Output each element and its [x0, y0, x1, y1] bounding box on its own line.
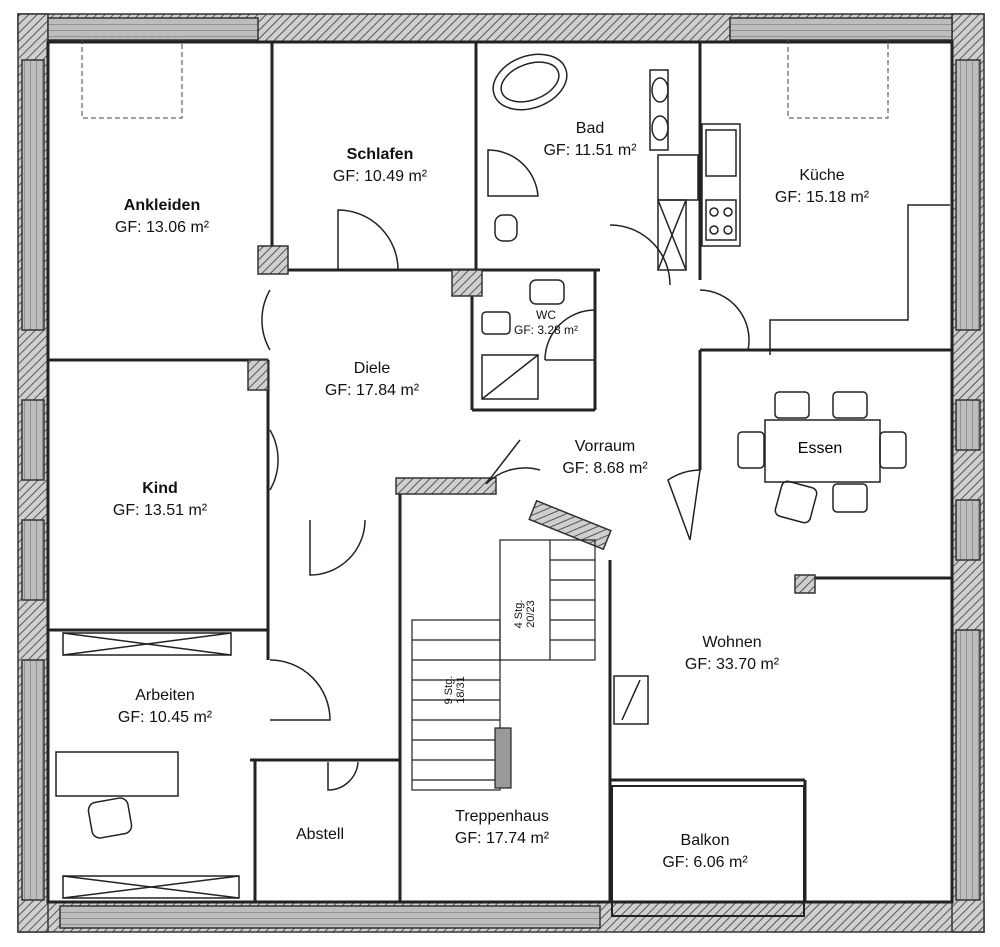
room-vorraum: Vorraum GF: 8.68 m²	[562, 436, 647, 480]
room-treppenhaus: Treppenhaus GF: 17.74 m²	[455, 806, 549, 850]
room-name: Kind	[142, 480, 178, 497]
room-name: Balkon	[680, 832, 730, 849]
room-area: GF: 13.51 m²	[112, 502, 208, 519]
room-wc: WC GF: 3.28 m²	[514, 308, 578, 338]
room-area: GF: 6.06 m²	[662, 854, 748, 871]
room-area: GF: 3.28 m²	[513, 323, 579, 337]
stair-ratio: 20/23	[525, 600, 537, 628]
room-diele: Diele GF: 17.84 m²	[325, 358, 419, 402]
room-name: Arbeiten	[135, 687, 195, 704]
essen-label: Essen	[797, 440, 843, 457]
room-abstell: Abstell	[296, 824, 344, 846]
room-name: Ankleiden	[123, 197, 201, 214]
room-area: GF: 10.45 m²	[117, 709, 213, 726]
stair-label-lower: 9 Stg. 18/31	[443, 665, 467, 715]
room-name: Küche	[799, 167, 845, 184]
room-kueche: Küche GF: 15.18 m²	[775, 165, 869, 209]
staircase	[411, 539, 596, 791]
room-ankleiden: Ankleiden GF: 13.06 m²	[115, 195, 209, 239]
room-area: GF: 13.06 m²	[114, 219, 210, 236]
room-area: GF: 15.18 m²	[774, 189, 870, 206]
room-bad: Bad GF: 11.51 m²	[543, 118, 636, 162]
stair-ratio: 18/31	[455, 676, 467, 704]
room-schlafen: Schlafen GF: 10.49 m²	[333, 144, 427, 188]
room-name: Schlafen	[346, 146, 414, 163]
room-name: WC	[535, 308, 556, 322]
room-kind: Kind GF: 13.51 m²	[113, 478, 207, 522]
room-name: Abstell	[295, 826, 345, 843]
room-balkon: Balkon GF: 6.06 m²	[662, 830, 747, 874]
room-area: GF: 17.84 m²	[324, 382, 420, 399]
door-swings	[261, 209, 750, 791]
room-name: Diele	[353, 360, 391, 377]
kitchen-fixtures	[657, 123, 950, 355]
columns	[247, 245, 816, 594]
room-area: GF: 17.74 m²	[454, 830, 550, 847]
room-name: Bad	[575, 120, 605, 137]
room-area: GF: 10.49 m²	[332, 168, 428, 185]
stair-label-upper: 4 Stg. 20/23	[513, 589, 537, 639]
room-name: Vorraum	[574, 438, 636, 455]
stair-steps: 9 Stg.	[443, 675, 455, 705]
bath-fixtures	[481, 53, 669, 400]
stair-steps: 4 Stg.	[513, 599, 525, 629]
room-wohnen: Wohnen GF: 33.70 m²	[685, 632, 779, 676]
room-area: GF: 33.70 m²	[684, 656, 780, 673]
room-name: Treppenhaus	[455, 808, 549, 825]
room-name: Wohnen	[702, 634, 762, 651]
windows	[81, 39, 889, 119]
balcony-railing	[611, 785, 805, 917]
exterior-walls	[17, 13, 985, 933]
room-arbeiten: Arbeiten GF: 10.45 m²	[118, 685, 212, 729]
room-area: GF: 11.51 m²	[543, 142, 637, 159]
desk	[55, 632, 649, 899]
room-area: GF: 8.68 m²	[562, 460, 648, 477]
dining-set	[737, 391, 907, 524]
